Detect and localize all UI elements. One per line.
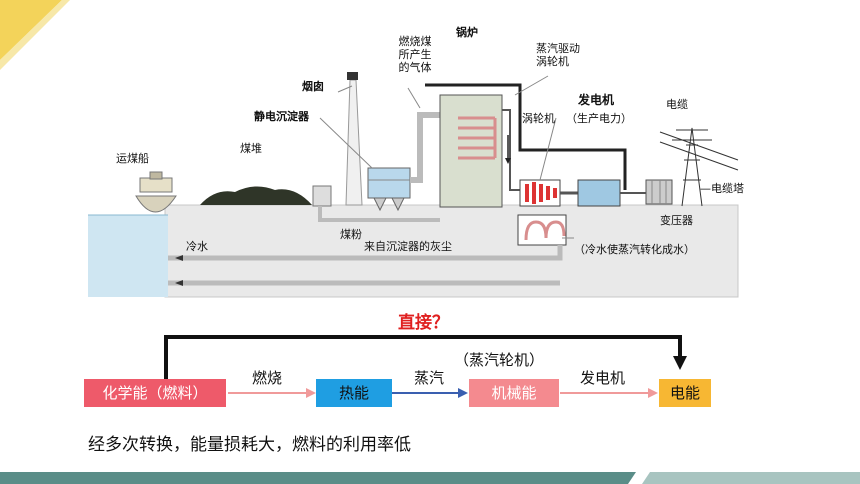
- coal-grinder: [312, 185, 332, 207]
- node-chemical-energy: 化学能（燃料）: [84, 379, 226, 407]
- river-water: [88, 215, 168, 297]
- node-electric-energy: 电能: [659, 379, 711, 407]
- edge-label-turbine: （蒸汽轮机）: [454, 351, 545, 369]
- label-transformer: 变压器: [660, 214, 693, 227]
- steam-pipe: [502, 109, 520, 191]
- condenser: [517, 214, 567, 246]
- boiler: [439, 94, 503, 208]
- power-plant-diagram: [88, 72, 739, 298]
- conclusion-text: 经多次转换，能量损耗大，燃料的利用率低: [88, 435, 411, 455]
- edge-label-generator: 发电机: [580, 369, 626, 387]
- label-condense: （冷水使蒸汽转化成水）: [574, 243, 695, 256]
- chimney: [345, 79, 363, 206]
- node-heat-energy: 热能: [316, 379, 392, 407]
- cold-water-pipe: [168, 245, 563, 261]
- electrostatic-precipitator: [367, 167, 411, 212]
- label-turbine: 涡轮机: [522, 112, 555, 125]
- label-cold-water: 冷水: [186, 240, 208, 253]
- corner-decoration: [0, 0, 70, 70]
- label-generator: 发电机: [578, 93, 615, 107]
- bottom-bar: [0, 472, 860, 484]
- label-boiler: 锅炉: [456, 26, 478, 39]
- label-gas: 燃烧煤 所产生 的气体: [398, 35, 432, 74]
- label-coal-ship: 运煤船: [116, 152, 149, 165]
- edge-label-steam: 蒸汽: [414, 369, 445, 387]
- label-precipitator: 静电沉淀器: [254, 110, 309, 123]
- edge-label-burn: 燃烧: [252, 369, 283, 387]
- direct-question: 直接？: [398, 313, 449, 333]
- energy-flow-arrows: [164, 335, 687, 398]
- label-coal-powder: 煤粉: [340, 228, 362, 241]
- coal-pile: [200, 186, 312, 205]
- gas-duct: [410, 112, 445, 183]
- label-cable: 电缆: [666, 98, 688, 111]
- label-chimney: 烟囱: [302, 80, 324, 93]
- steam-turbine: [519, 179, 561, 207]
- label-coal-pile: 煤堆: [240, 142, 262, 155]
- transformer: [645, 179, 673, 205]
- label-steam-drive: 蒸汽驱动 涡轮机: [536, 42, 580, 68]
- generator: [577, 179, 621, 207]
- label-dust: 来自沉淀器的灰尘: [364, 240, 452, 253]
- label-power-gen: （生产电力）: [566, 112, 632, 125]
- node-mechanical-energy: 机械能: [469, 379, 559, 407]
- label-tower: —电缆塔: [700, 182, 744, 195]
- steam-return-line: [425, 83, 627, 190]
- coal-ship: [135, 171, 177, 213]
- coal-powder-pipe: [318, 206, 440, 222]
- direct-arrow: [164, 335, 682, 380]
- cable-tower: [659, 127, 739, 207]
